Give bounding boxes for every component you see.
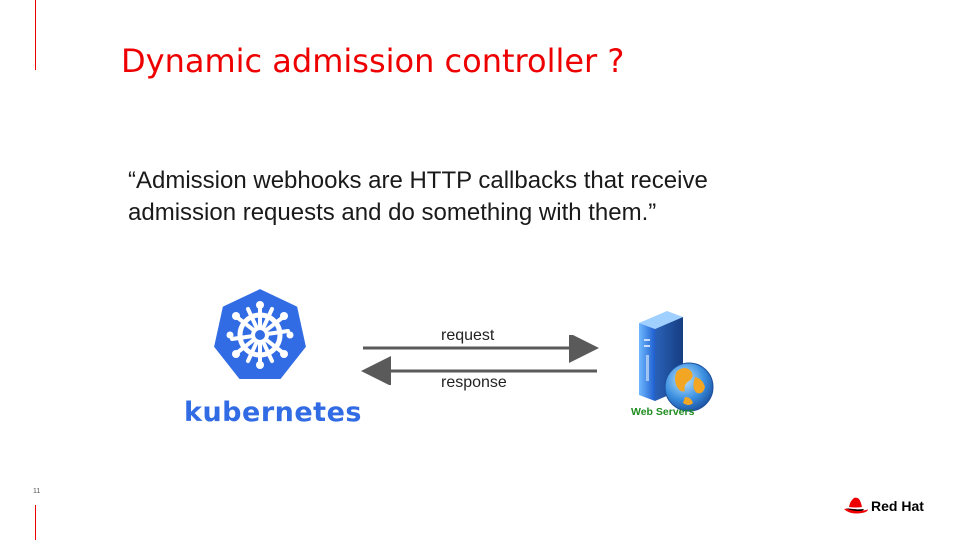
web-servers-caption: Web Servers bbox=[631, 406, 695, 418]
definition-quote: “Admission webhooks are HTTP callbacks t… bbox=[128, 167, 708, 226]
response-label: response bbox=[441, 374, 507, 391]
kubernetes-wordmark: kubernetes bbox=[184, 397, 362, 428]
slide-number: 11 bbox=[33, 488, 41, 495]
slide-title: Dynamic admission controller ? bbox=[121, 42, 625, 80]
request-response-arrows bbox=[361, 335, 599, 385]
redhat-wordmark: Red Hat bbox=[871, 498, 924, 514]
kubernetes-logo-icon bbox=[211, 286, 309, 381]
accent-rule-top bbox=[35, 0, 36, 70]
redhat-logo-icon bbox=[844, 497, 868, 514]
request-label: request bbox=[441, 327, 495, 344]
accent-rule-bottom bbox=[35, 505, 36, 540]
web-server-icon: Web Servers bbox=[631, 311, 714, 418]
